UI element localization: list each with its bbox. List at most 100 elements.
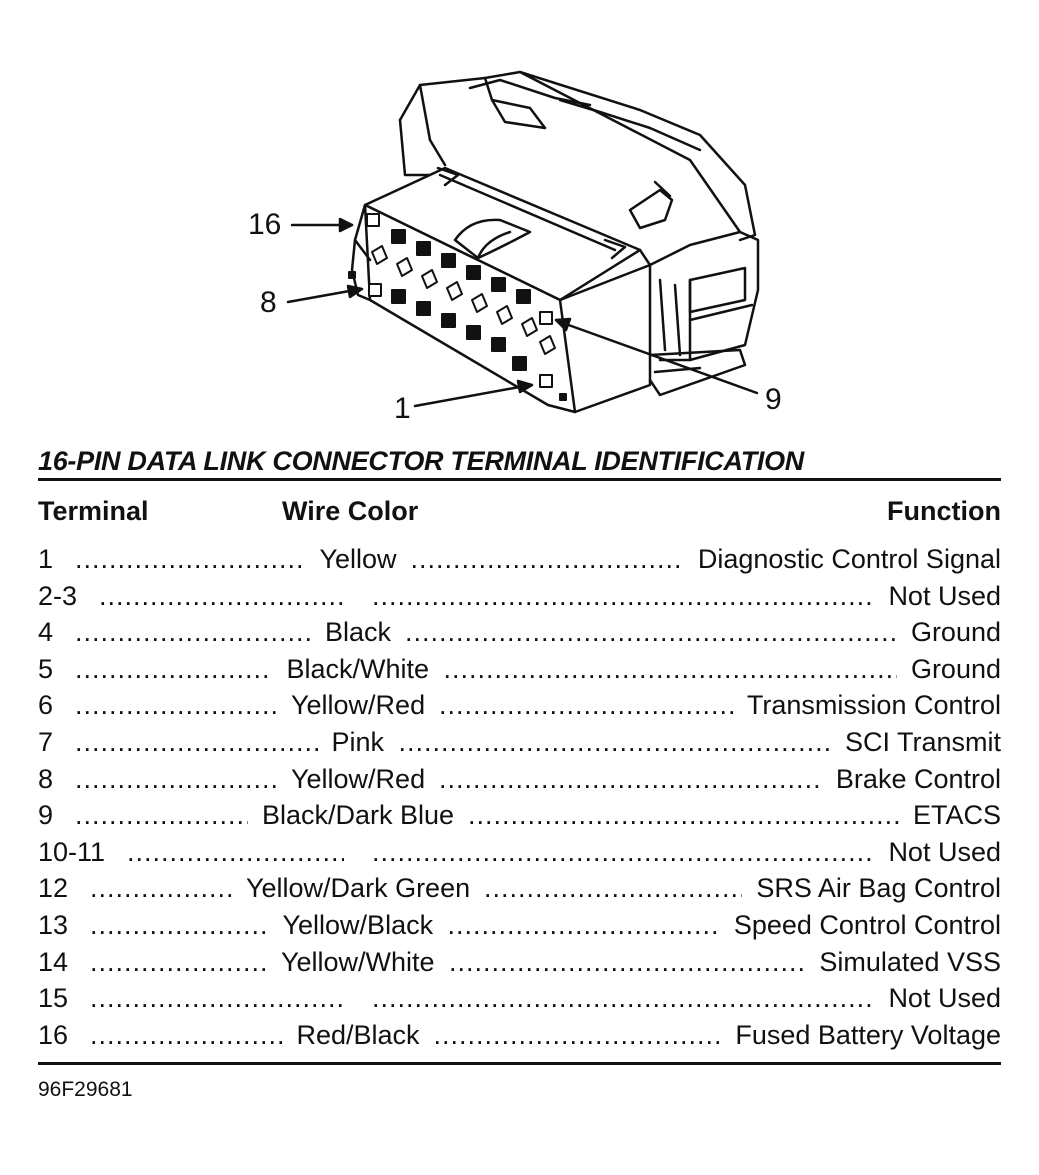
connector-illustration <box>286 70 760 414</box>
table-row: 15 Not Used..............................… <box>38 983 1001 1020</box>
table-row: 7 Pink SCI Transmit.......................… <box>38 727 1001 764</box>
terminal-cell: 15 <box>38 983 69 1014</box>
terminal-cell: 10-11 <box>38 836 106 867</box>
function-cell: Not Used <box>888 836 1001 867</box>
terminal-cell: 14 <box>38 946 69 977</box>
terminal-cell: 7 <box>38 726 54 757</box>
terminal-cell: 6 <box>38 690 54 721</box>
function-cell: Ground <box>910 617 1001 648</box>
leader-dots: ........................................… <box>127 836 344 867</box>
leader-dots: ........................................… <box>75 690 277 721</box>
leader-dots: ........................................… <box>410 544 685 574</box>
terminal-cell: 2-3 <box>38 580 78 611</box>
leader-dots: ........................................… <box>75 800 248 831</box>
bottom-rule <box>38 1062 1001 1065</box>
terminal-cell: 13 <box>38 909 69 940</box>
terminal-contacts <box>371 245 556 355</box>
wire-color-cell: Yellow/Black <box>282 909 434 940</box>
callout-pin-8: 8 <box>260 286 277 319</box>
wire-color-cell: Black <box>325 617 392 648</box>
wire-color-cell: Pink <box>331 726 385 757</box>
table-row: 14 Yellow/White Simulated VSS.............… <box>38 947 1001 984</box>
function-cell: Fused Battery Voltage <box>735 1019 1001 1050</box>
wire-color-cell: Yellow/Red <box>291 690 426 721</box>
table-title: 16-PIN DATA LINK CONNECTOR TERMINAL IDEN… <box>38 446 804 476</box>
header-function: Function <box>887 496 1001 526</box>
header-wire-color: Wire Color <box>282 496 419 526</box>
table-row: 16 Red/Black Fused Battery Voltage........… <box>38 1020 1001 1057</box>
terminal-cell: 16 <box>38 1019 69 1050</box>
wire-color-cell: Yellow <box>319 544 397 574</box>
leader-dots: ........................................… <box>372 836 874 867</box>
leader-dots: ........................................… <box>372 983 874 1014</box>
terminal-cavities-bottom-row <box>348 271 567 401</box>
leader-dots: ........................................… <box>99 580 344 611</box>
terminal-cell: 5 <box>38 653 54 684</box>
leader-dots: ........................................… <box>75 544 306 574</box>
leader-dots: ........................................… <box>443 653 898 684</box>
callout-pin-9: 9 <box>765 383 782 416</box>
function-cell: SCI Transmit <box>844 726 1001 757</box>
function-cell: Ground <box>910 653 1001 684</box>
leader-dots: ........................................… <box>372 580 874 611</box>
leader-dots: ........................................… <box>439 690 733 721</box>
table-row: 2-3 Not Used.............................… <box>38 581 1001 618</box>
wire-color-cell: Black/White <box>286 653 430 684</box>
wire-color-cell: Yellow/White <box>281 946 435 977</box>
leader-dots: ........................................… <box>90 946 267 977</box>
callout-pin-16: 16 <box>248 208 282 241</box>
leader-dots: ........................................… <box>433 1019 722 1050</box>
function-cell: Not Used <box>888 580 1001 611</box>
function-cell: Not Used <box>888 983 1001 1014</box>
leader-dots: ........................................… <box>90 983 344 1014</box>
function-cell: Simulated VSS <box>819 946 1001 977</box>
leader-dots: ........................................… <box>90 909 269 940</box>
leader-dots: ........................................… <box>449 946 805 977</box>
header-terminal: Terminal <box>38 496 149 526</box>
function-cell: Diagnostic Control Signal <box>697 544 1001 574</box>
leader-dots: ........................................… <box>398 726 832 757</box>
leader-dots: ........................................… <box>75 726 318 757</box>
terminal-cell: 4 <box>38 617 54 648</box>
leader-dots: ........................................… <box>439 763 822 794</box>
terminal-table: 1 Yellow Diagnostic Control Signal........… <box>38 544 1001 1056</box>
table-row: 13 Yellow/Black Speed Control Control.....… <box>38 910 1001 947</box>
table-row: 6 Yellow/Red Transmission Control.........… <box>38 690 1001 727</box>
figure-code: 96F29681 <box>38 1078 133 1101</box>
connector-housing-rear <box>398 70 757 242</box>
leader-dots: ........................................… <box>405 617 897 648</box>
terminal-cell: 12 <box>38 873 69 904</box>
leader-dots: ........................................… <box>447 909 721 940</box>
terminal-cell: 8 <box>38 763 54 794</box>
wire-color-cell: Red/Black <box>296 1019 420 1050</box>
table-row: 1 Yellow Diagnostic Control Signal........… <box>38 544 1001 581</box>
title-rule <box>38 478 1001 481</box>
function-cell: Speed Control Control <box>733 909 1001 940</box>
leader-dots: ........................................… <box>90 1019 283 1050</box>
leader-dots: ........................................… <box>75 617 311 648</box>
terminal-cell: 9 <box>38 800 54 831</box>
table-row: 4 Black Ground............................… <box>38 617 1001 654</box>
table-row: 5 Black/White Ground......................… <box>38 654 1001 691</box>
wire-color-cell: Black/Dark Blue <box>262 800 455 831</box>
terminal-cell: 1 <box>38 544 54 574</box>
table-row: 8 Yellow/Red Brake Control................… <box>38 764 1001 801</box>
leader-dots: ........................................… <box>484 873 742 904</box>
function-cell: Transmission Control <box>746 690 1001 721</box>
function-cell: SRS Air Bag Control <box>756 873 1001 904</box>
table-row: 10-11 Not Used...........................… <box>38 837 1001 874</box>
leader-dots: ........................................… <box>468 800 899 831</box>
function-cell: Brake Control <box>835 763 1001 794</box>
callout-pin-1: 1 <box>394 392 411 425</box>
wire-color-cell: Yellow/Dark Green <box>246 873 471 904</box>
wire-color-cell: Yellow/Red <box>291 763 426 794</box>
leader-dots: ........................................… <box>75 653 273 684</box>
terminal-cavities-top-row <box>366 213 553 325</box>
callout-arrows <box>286 217 759 408</box>
leader-dots: ........................................… <box>75 763 277 794</box>
table-row: 12 Yellow/Dark Green SRS Air Bag Control..… <box>38 873 1001 910</box>
connector-housing-side <box>648 230 760 397</box>
connector-top-cover <box>363 166 642 302</box>
leader-dots: ........................................… <box>90 873 232 904</box>
